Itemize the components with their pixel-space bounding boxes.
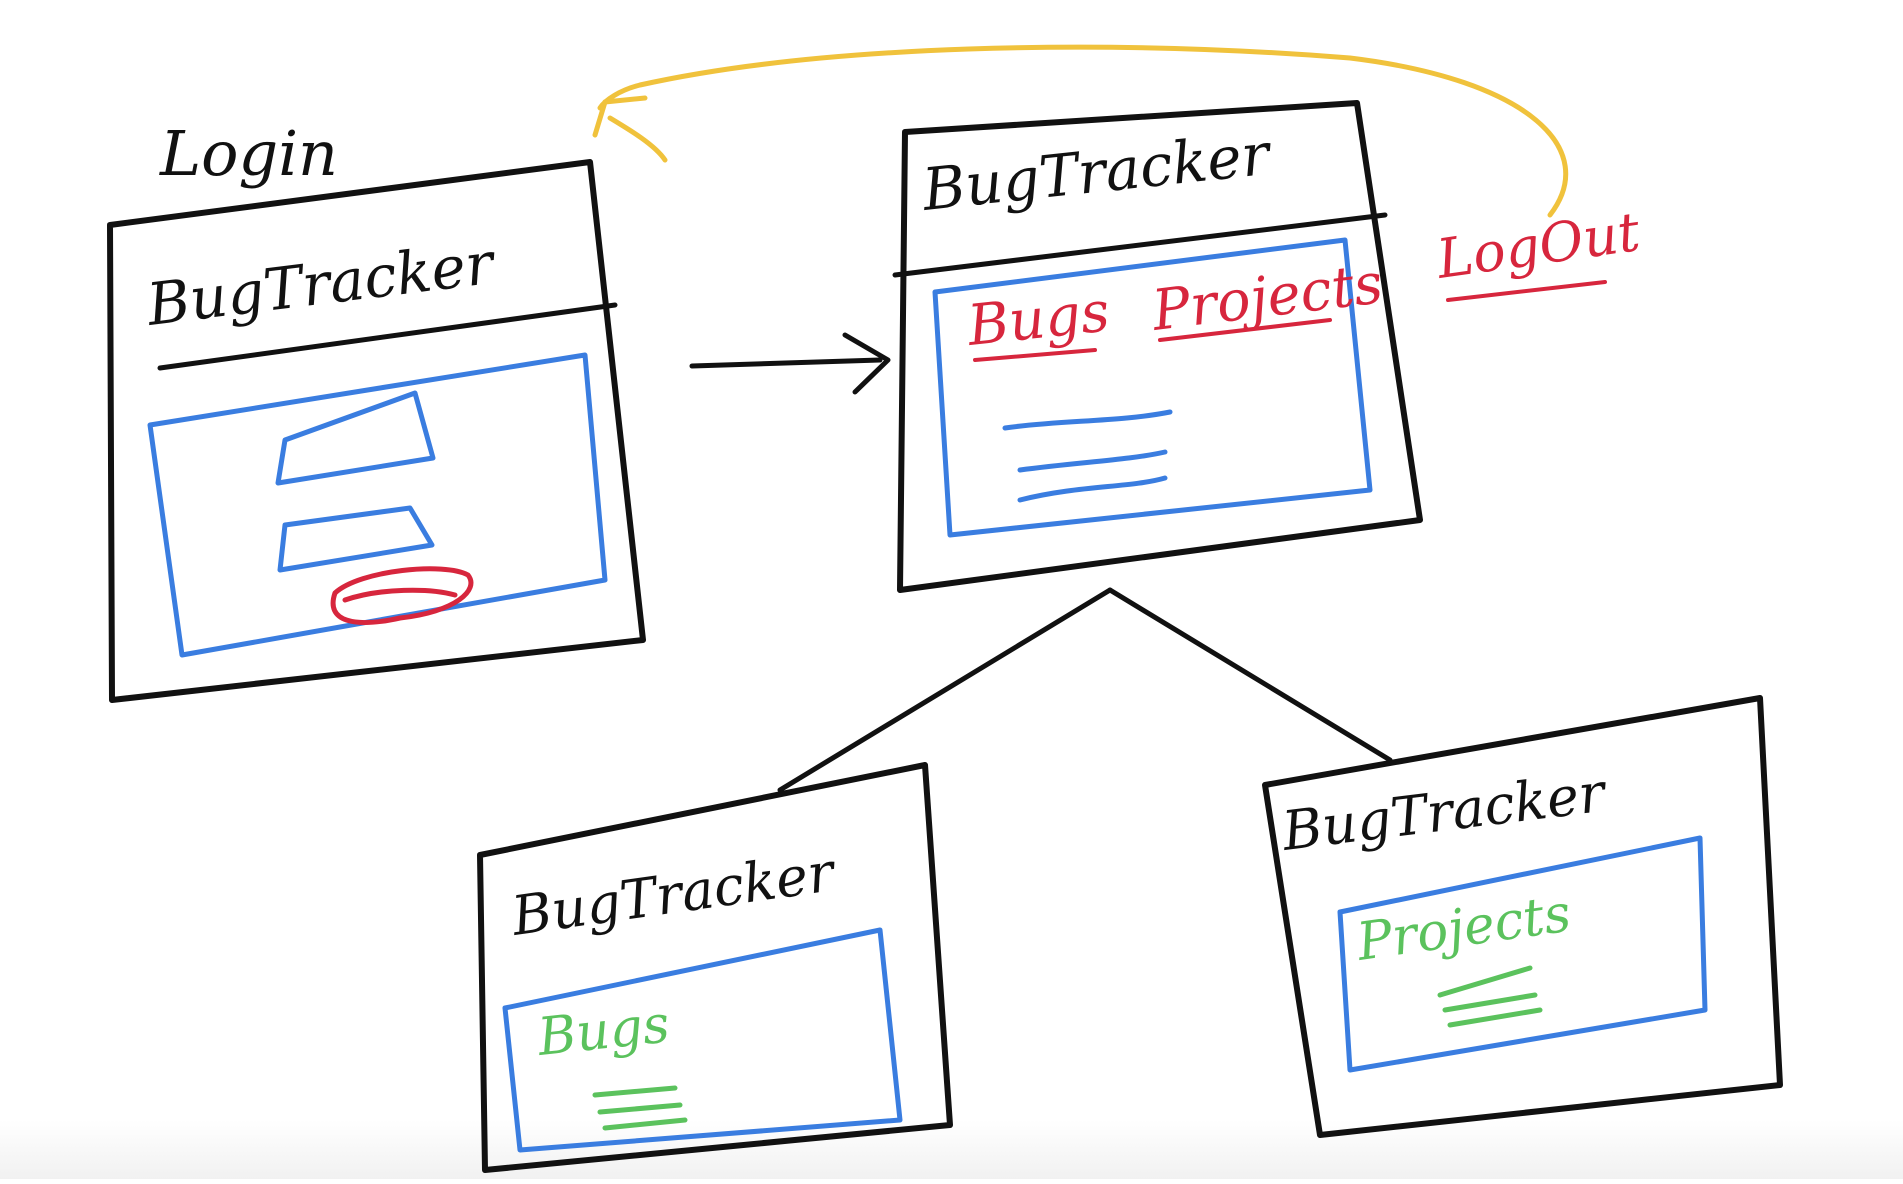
login-screen: BugTracker [107, 159, 646, 703]
bugs-content-panel [502, 927, 903, 1153]
projects-screen: BugTracker Projects [1262, 695, 1783, 1138]
username-field[interactable] [275, 390, 436, 486]
projects-section-title: Projects [1352, 884, 1574, 973]
login-button[interactable] [330, 566, 474, 625]
bugs-screen-header: BugTracker [507, 840, 841, 948]
login-label: Login [159, 117, 338, 190]
logout-return-arrow [592, 44, 1569, 218]
home-content-panel [932, 237, 1373, 538]
nav-link-bugs[interactable]: Bugs [964, 279, 1113, 359]
projects-content-panel [1337, 835, 1708, 1073]
bugs-screen: BugTracker Bugs [477, 762, 953, 1173]
login-to-home-arrow [689, 332, 891, 395]
home-to-subpages-connector [777, 587, 1393, 793]
bugs-section-title: Bugs [534, 994, 672, 1068]
password-field[interactable] [277, 505, 435, 573]
login-screen-header: BugTracker [142, 229, 500, 339]
home-screen: BugTracker Bugs Projects [892, 100, 1423, 593]
logout-link[interactable]: LogOut [1432, 200, 1644, 291]
nav-link-projects[interactable]: Projects [1148, 251, 1386, 344]
home-list-lines [1002, 409, 1173, 503]
bugs-list-lines [592, 1085, 688, 1131]
login-form-panel [147, 352, 608, 658]
home-screen-header: BugTracker [918, 120, 1275, 224]
projects-list-lines [1437, 965, 1543, 1028]
